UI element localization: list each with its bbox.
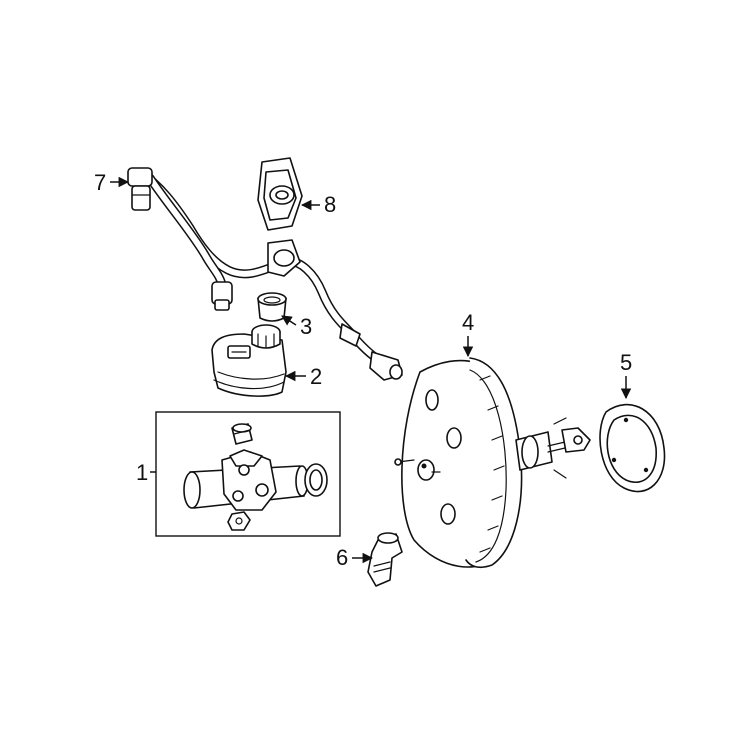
callout-4: 4	[462, 310, 474, 358]
master-cylinder-part	[183, 423, 328, 531]
callout-5: 5	[620, 350, 632, 400]
svg-text:8: 8	[324, 192, 336, 217]
svg-text:6: 6	[336, 545, 348, 570]
svg-text:7: 7	[94, 170, 106, 195]
svg-text:4: 4	[462, 310, 474, 335]
grommet-part	[257, 157, 303, 231]
svg-text:1: 1	[136, 460, 148, 485]
master-cylinder-box	[155, 411, 341, 537]
callout-3: 3	[281, 314, 312, 339]
reservoir-part	[211, 324, 287, 397]
svg-text:2: 2	[310, 364, 322, 389]
callout-2: 2	[284, 364, 322, 389]
svg-text:5: 5	[620, 350, 632, 375]
vacuum-hose-assembly	[127, 167, 403, 381]
brake-booster-part	[394, 357, 591, 568]
check-valve-part	[367, 532, 403, 587]
callout-6: 6	[336, 545, 374, 570]
svg-text:3: 3	[300, 314, 312, 339]
seal-ring-part	[257, 292, 287, 322]
callout-8: 8	[300, 192, 336, 217]
callout-1: 1	[136, 460, 156, 485]
gasket-part	[599, 403, 666, 493]
callout-7: 7	[94, 170, 130, 195]
